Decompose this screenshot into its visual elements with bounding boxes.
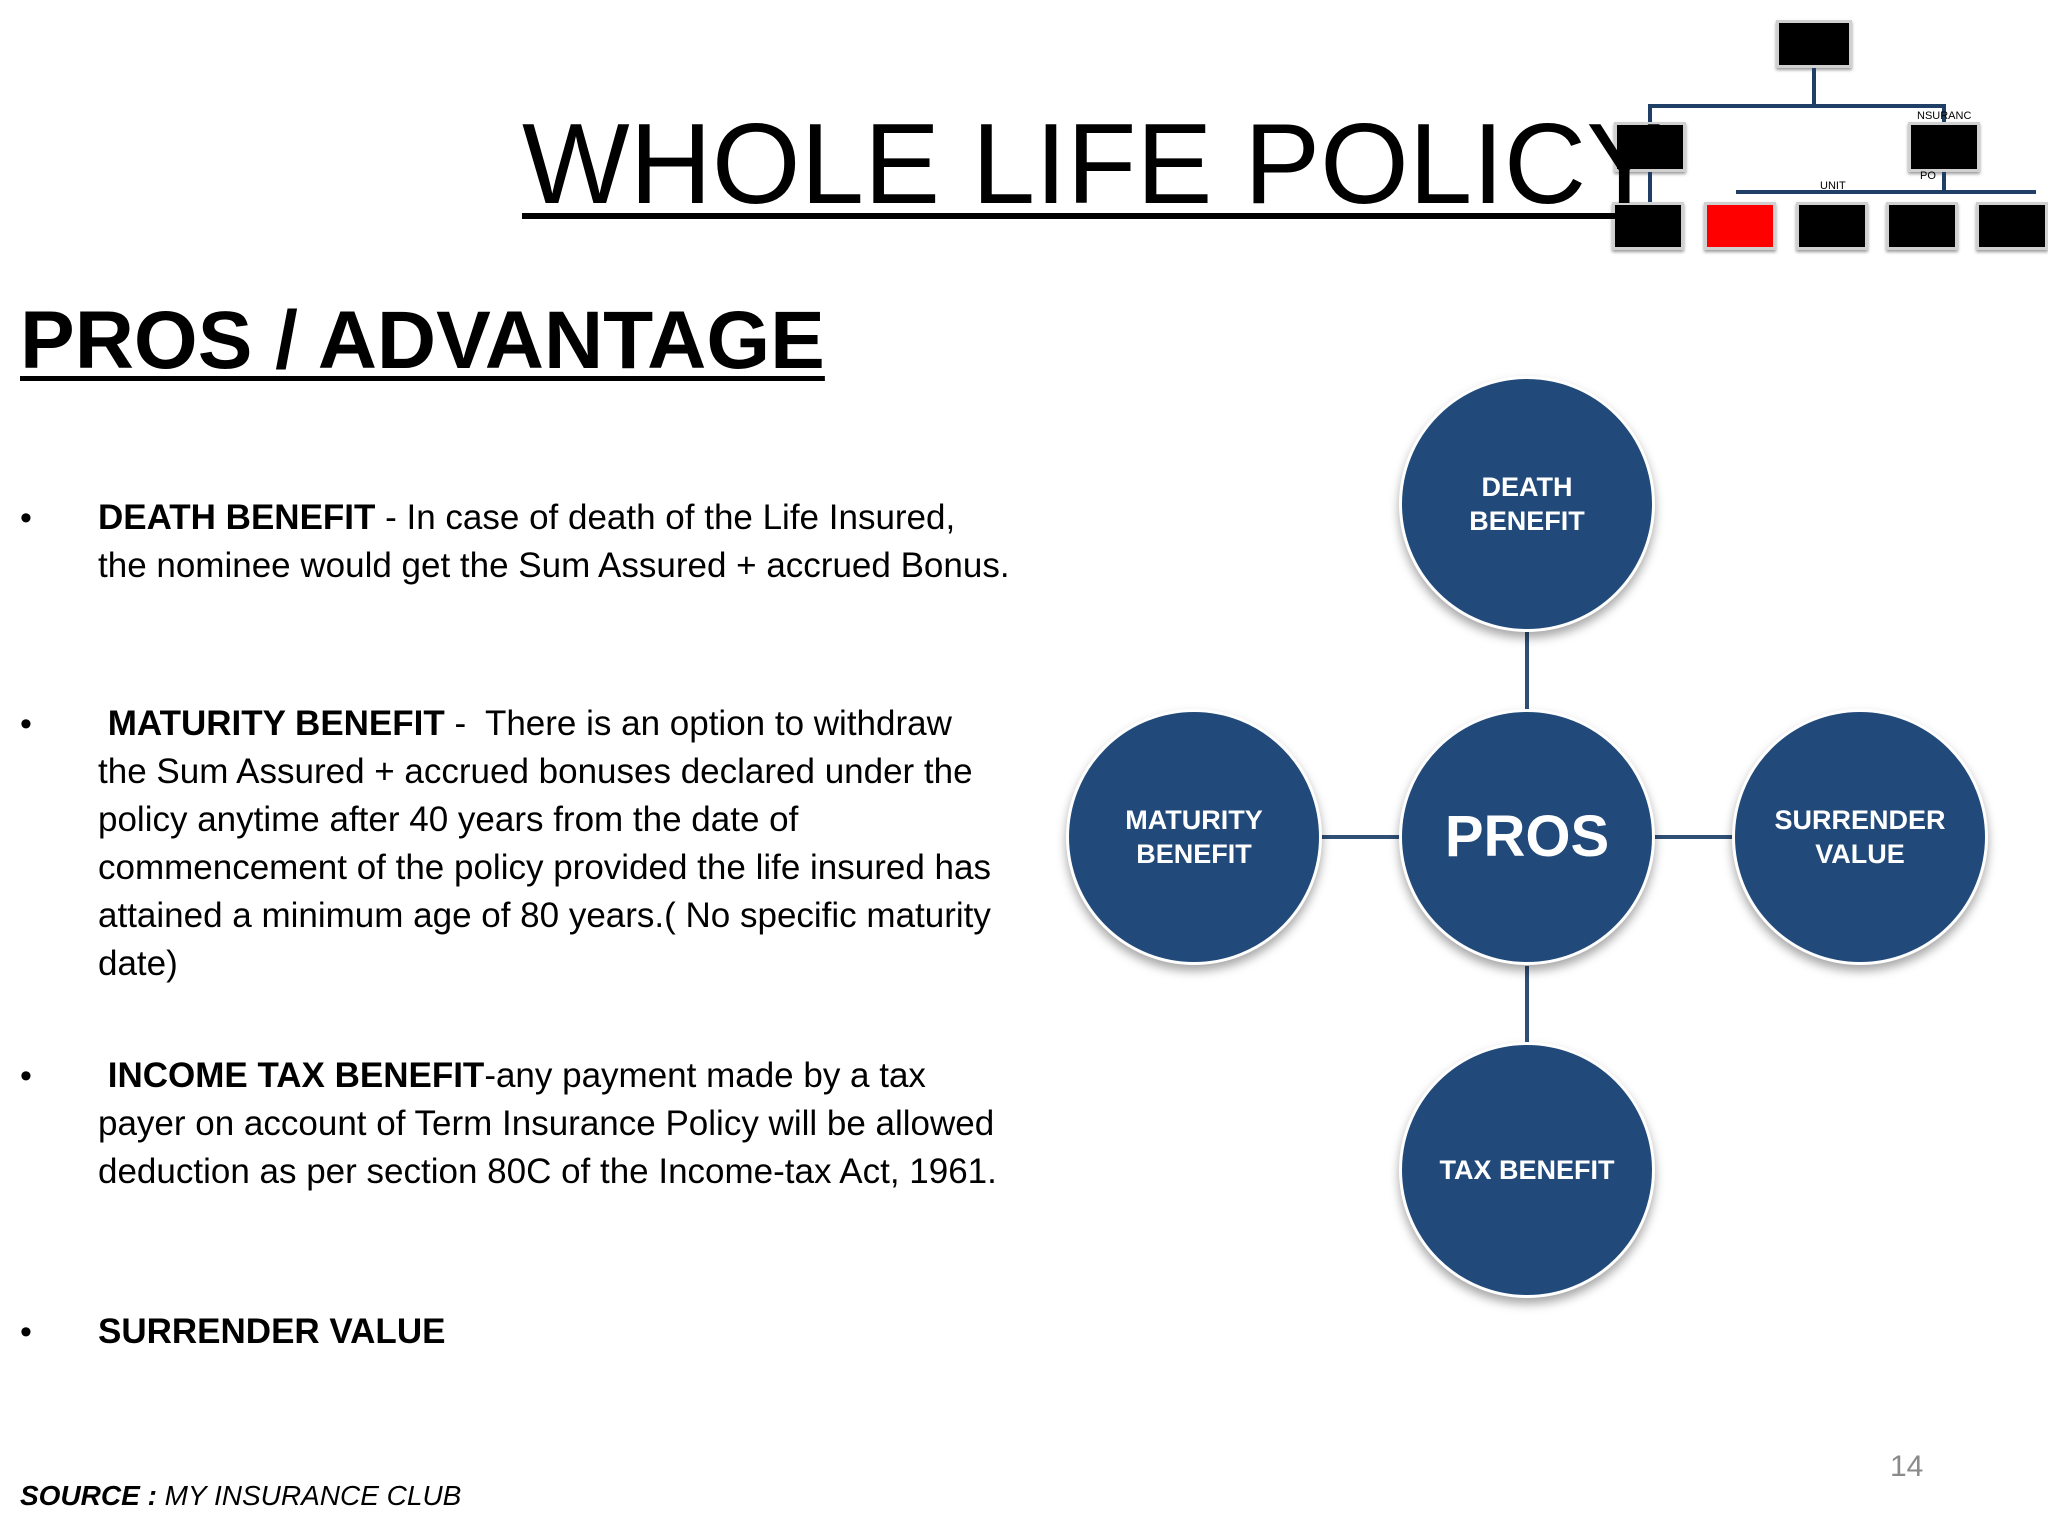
mini-connector xyxy=(1648,104,1652,138)
source-value: MY INSURANCE CLUB xyxy=(156,1480,462,1511)
circle-tax-benefit: TAX BENEFIT xyxy=(1399,1042,1655,1298)
mini-level3-box xyxy=(1886,202,1958,250)
bullet-term: INCOME TAX BENEFIT xyxy=(98,1056,485,1095)
mini-label-mid: UNIT xyxy=(1820,180,1846,192)
connector-left xyxy=(1314,835,1400,839)
section-heading: PROS / ADVANTAGE xyxy=(20,295,825,386)
mini-connector xyxy=(1942,104,1946,138)
connector-top xyxy=(1525,626,1529,712)
bullet-text: SURRENDER VALUE xyxy=(98,1308,1010,1356)
source-label: SOURCE : xyxy=(20,1480,157,1511)
circle-surrender-value: SURRENDER VALUE xyxy=(1732,709,1988,965)
connector-right xyxy=(1654,835,1740,839)
mini-level3-box xyxy=(1976,202,2048,250)
mini-level3-box xyxy=(1612,202,1684,250)
mini-connector xyxy=(1648,104,1946,108)
bullet-term: SURRENDER VALUE xyxy=(98,1312,446,1351)
bullet-term: DEATH BENEFIT xyxy=(98,498,376,537)
bullet-description: - There is an option to withdraw the Sum… xyxy=(98,704,1001,983)
mini-level3-box-highlighted xyxy=(1704,202,1776,250)
bullet-dot: • xyxy=(20,499,32,537)
slide-title: WHOLE LIFE POLICY xyxy=(522,101,1663,228)
bullet-text: INCOME TAX BENEFIT-any payment made by a… xyxy=(98,1052,1010,1196)
circle-death-benefit: DEATH BENEFIT xyxy=(1399,376,1655,632)
circle-pros-center: PROS xyxy=(1399,709,1655,965)
bullet-description: - In case of death of the Life Insured, … xyxy=(98,498,1010,585)
bullet-term: MATURITY BENEFIT xyxy=(98,704,445,743)
mini-connector xyxy=(1812,68,1816,108)
mini-connector xyxy=(1648,172,1652,202)
mini-label-po: PO xyxy=(1920,170,1936,182)
connector-bottom xyxy=(1525,966,1529,1052)
mini-level3-box xyxy=(1796,202,1868,250)
bullet-item: • MATURITY BENEFIT - There is an option … xyxy=(20,700,1010,988)
bullet-item: • DEATH BENEFIT - In case of death of th… xyxy=(20,494,1010,590)
mini-level2-box xyxy=(1908,122,1980,172)
mini-org-chart: NSURANC PO UNIT xyxy=(1600,14,2048,250)
bullet-text: DEATH BENEFIT - In case of death of the … xyxy=(98,494,1010,590)
mini-root-box xyxy=(1776,20,1852,68)
bullet-dot: • xyxy=(20,705,32,743)
mini-connector xyxy=(1736,190,2036,194)
bullet-item: • SURRENDER VALUE xyxy=(20,1308,1010,1356)
bullet-dot: • xyxy=(20,1313,32,1351)
bullet-description: -any payment made by a tax payer on acco… xyxy=(98,1056,1004,1191)
mini-label-top: NSURANC xyxy=(1917,110,1972,122)
pros-diagram: DEATH BENEFIT MATURITY BENEFIT PROS SURR… xyxy=(1060,370,2000,1310)
mini-level2-box xyxy=(1614,122,1686,172)
bullet-item: • INCOME TAX BENEFIT-any payment made by… xyxy=(20,1052,1010,1196)
mini-connector xyxy=(1942,172,1946,192)
circle-maturity-benefit: MATURITY BENEFIT xyxy=(1066,709,1322,965)
bullet-text: MATURITY BENEFIT - There is an option to… xyxy=(98,700,1010,988)
bullet-dot: • xyxy=(20,1057,32,1095)
page-number: 14 xyxy=(1890,1450,1924,1483)
source-line: SOURCE : MY INSURANCE CLUB xyxy=(20,1480,461,1512)
